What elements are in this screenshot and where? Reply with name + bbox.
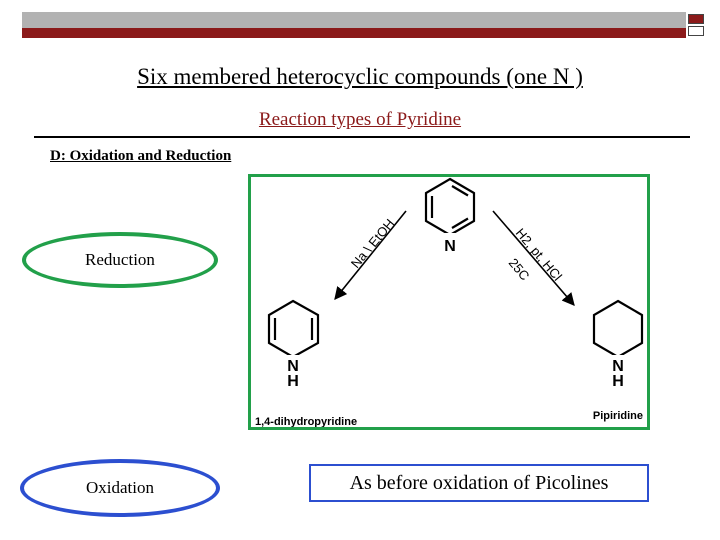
- section-heading: D: Oxidation and Reduction: [50, 148, 232, 164]
- reaction-diagram: N Na \ EtOH H2, pt, HCl 25C N H N H 1,4-…: [248, 174, 650, 430]
- oxidation-note: As before oxidation of Picolines: [349, 471, 609, 494]
- reaction-svg: N Na \ EtOH H2, pt, HCl 25C N H N H 1,4-…: [255, 177, 644, 428]
- reagent-temp: 25C: [506, 255, 533, 283]
- oxidation-ellipse[interactable]: Oxidation: [20, 459, 220, 517]
- label-dihydropyridine: 1,4-dihydropyridine: [255, 416, 357, 427]
- arrow-left: [334, 210, 407, 300]
- arrow-right: [492, 210, 575, 306]
- reduction-label: Reduction: [85, 250, 155, 269]
- dihydro-h: H: [287, 373, 299, 390]
- pyridine-n: N: [444, 238, 456, 255]
- oxidation-note-box: As before oxidation of Picolines: [309, 464, 649, 502]
- corner-square-red: [688, 14, 704, 24]
- top-red-bar: [22, 28, 686, 38]
- page-title: Six membered heterocyclic compounds (one…: [137, 64, 583, 89]
- dihydro-n: N: [287, 358, 299, 375]
- dihydro-nh-bg: [283, 355, 303, 385]
- oxidation-label: Oxidation: [86, 478, 154, 497]
- piperidine-n: N: [612, 358, 624, 375]
- corner-square-white: [688, 26, 704, 36]
- piperidine-h: H: [612, 373, 624, 390]
- pyridine-ring: [424, 177, 476, 237]
- piperidine-nh-bg: [608, 355, 628, 385]
- top-gray-bar: [22, 12, 686, 28]
- piperidine-ring: [592, 299, 644, 359]
- label-piperidine: Pipiridine: [593, 410, 643, 422]
- reduction-ellipse[interactable]: Reduction: [22, 232, 218, 288]
- divider-line: [34, 136, 690, 138]
- page-subtitle: Reaction types of Pyridine: [258, 109, 462, 130]
- pyridine-n-bg: [439, 233, 461, 255]
- dihydropyridine-ring: [267, 299, 320, 359]
- reagent-left: Na \ EtOH: [348, 216, 398, 271]
